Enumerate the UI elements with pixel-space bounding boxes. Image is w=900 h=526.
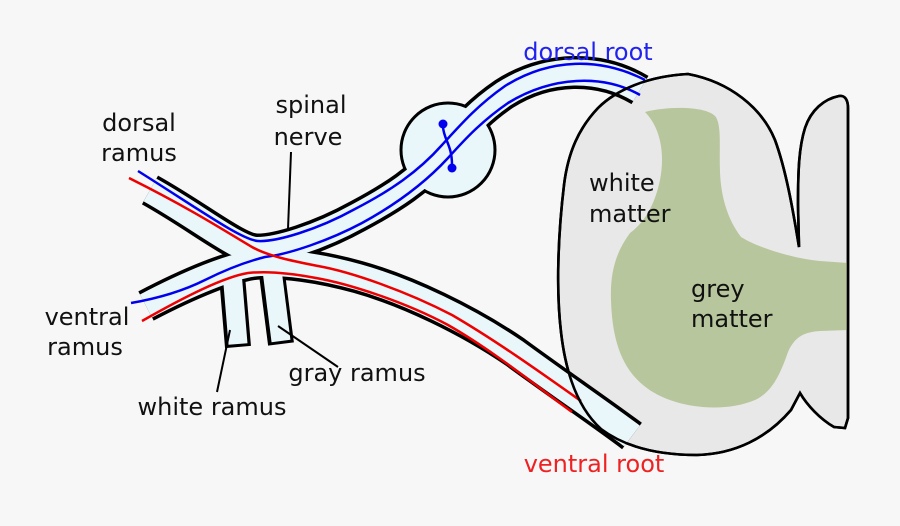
label-grey-matter-line1: grey xyxy=(691,275,745,303)
label-gray-ramus: gray ramus xyxy=(288,359,425,387)
label-grey-matter-line2: matter xyxy=(691,305,773,333)
sensory-fiber-ventral-ramus xyxy=(130,79,641,305)
dorsal-path-fill xyxy=(143,59,647,263)
cord-outline-overlay xyxy=(556,72,850,457)
label-dorsal-ramus-line1: dorsal xyxy=(102,109,176,137)
motor-fiber-ventral-ramus xyxy=(141,270,573,414)
white-ramus-leader-line xyxy=(216,329,231,393)
label-white-matter-line1: white xyxy=(589,169,655,197)
gray-ramus-stub-fill xyxy=(262,268,291,343)
grey-matter-region xyxy=(610,107,848,408)
motor-fiber-dorsal-ramus xyxy=(128,176,582,403)
ganglion-neuron-process xyxy=(441,126,454,166)
ganglion-neuron-soma-top xyxy=(438,119,448,129)
label-spinal-nerve-line1: spinal xyxy=(276,91,347,119)
label-dorsal-ramus-line2: ramus xyxy=(101,139,177,167)
ganglion-neuron-soma-bottom xyxy=(447,163,457,173)
label-white-matter-line2: matter xyxy=(589,200,671,228)
spinal-nerve-leader-line xyxy=(287,151,292,230)
label-white-ramus: white ramus xyxy=(138,393,287,421)
ganglion-neuron xyxy=(438,119,457,173)
white-ramus-stub-fill xyxy=(222,271,248,345)
label-ventral-root: ventral root xyxy=(524,450,665,478)
sensory-fiber-dorsal-ramus xyxy=(137,62,646,243)
gray-ramus-leader-line xyxy=(277,325,339,368)
label-dorsal-root: dorsal root xyxy=(523,38,652,66)
motor-fibers xyxy=(128,176,582,414)
label-ventral-ramus-line2: ramus xyxy=(47,333,123,361)
label-ventral-ramus-line1: ventral xyxy=(45,303,130,331)
label-spinal-nerve-line2: nerve xyxy=(274,123,343,151)
figure-labels: dorsal root spinal nerve dorsal ramus ve… xyxy=(45,38,773,478)
sensory-fibers xyxy=(130,62,646,305)
